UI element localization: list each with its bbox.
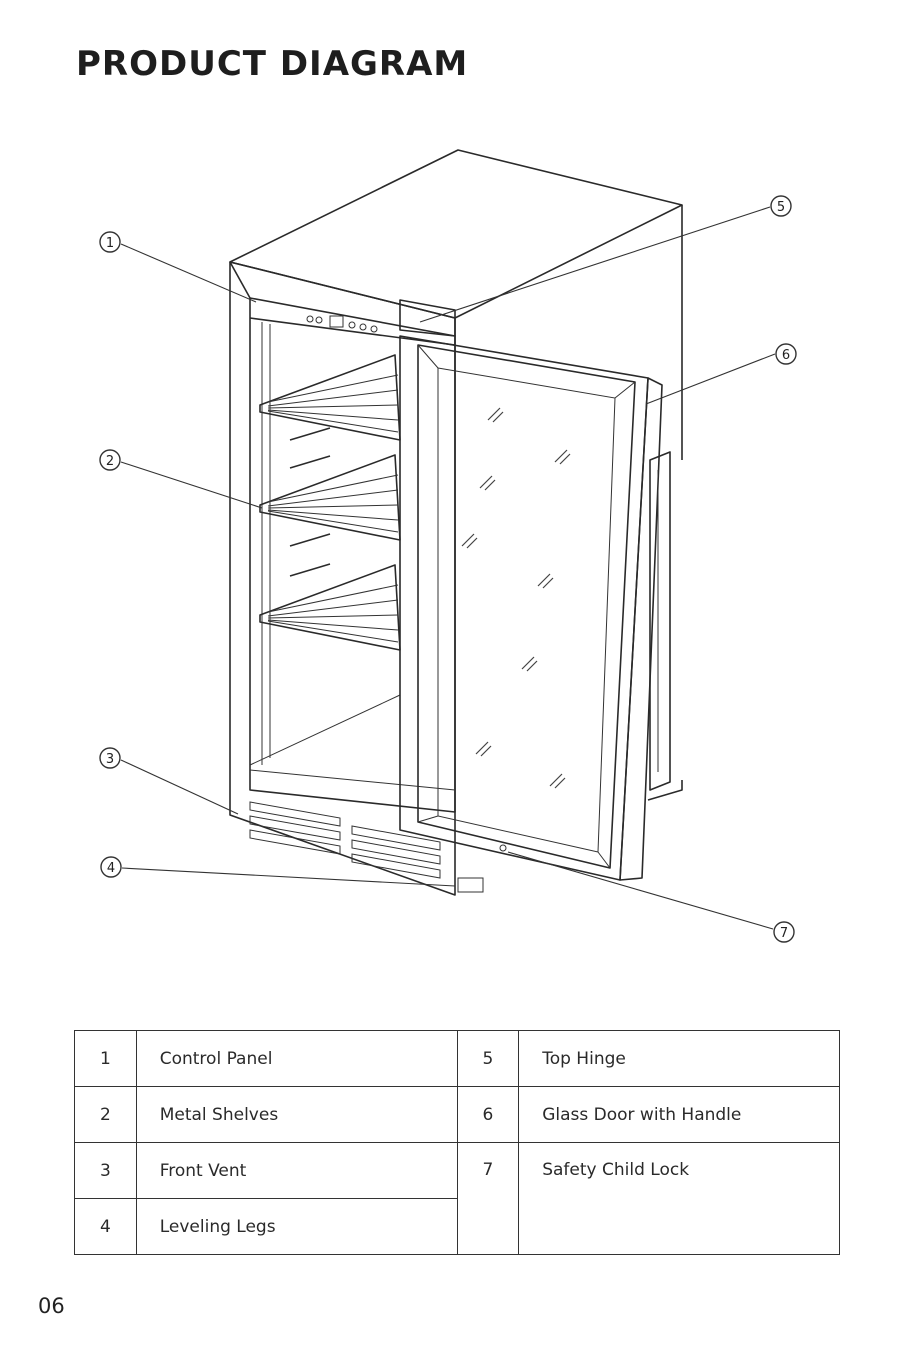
parts-table: 1 Control Panel 5 Top Hinge 2 Metal Shel… (74, 1030, 840, 1255)
part-name: Control Panel (136, 1031, 457, 1087)
table-row: 1 Control Panel 5 Top Hinge (75, 1031, 840, 1087)
metal-shelves (260, 355, 400, 650)
glass-door (400, 300, 670, 880)
table-row: 2 Metal Shelves 6 Glass Door with Handle (75, 1087, 840, 1143)
callout-3: 3 (100, 748, 120, 768)
part-number: 1 (75, 1031, 137, 1087)
callout-6: 6 (776, 344, 796, 364)
part-number: 5 (457, 1031, 519, 1087)
part-name: Front Vent (136, 1143, 457, 1199)
callout-1-label: 1 (106, 236, 114, 251)
callout-3-label: 3 (106, 752, 114, 767)
page-title: PRODUCT DIAGRAM (76, 44, 468, 84)
callout-1: 1 (100, 232, 120, 252)
part-name: Top Hinge (519, 1031, 840, 1087)
callout-2-label: 2 (106, 454, 114, 469)
callout-4: 4 (101, 857, 121, 877)
callout-5: 5 (771, 196, 791, 216)
leader-lines (121, 207, 775, 929)
callout-5-label: 5 (777, 200, 785, 215)
table-row: 3 Front Vent 7 Safety Child Lock (75, 1143, 840, 1199)
callout-7: 7 (774, 922, 794, 942)
part-number: 3 (75, 1143, 137, 1199)
product-diagram: 1 2 3 4 5 6 7 (60, 120, 850, 970)
page-number: 06 (38, 1294, 65, 1318)
front-vent (250, 802, 483, 892)
part-number: 2 (75, 1087, 137, 1143)
part-number: 7 (457, 1143, 519, 1255)
part-name: Leveling Legs (136, 1199, 457, 1255)
callout-7-label: 7 (780, 926, 788, 941)
cabinet-illustration (230, 150, 682, 895)
callout-6-label: 6 (782, 348, 790, 363)
callout-4-label: 4 (107, 861, 115, 876)
callout-2: 2 (100, 450, 120, 470)
part-name: Safety Child Lock (519, 1143, 840, 1255)
part-number: 4 (75, 1199, 137, 1255)
part-number: 6 (457, 1087, 519, 1143)
part-name: Metal Shelves (136, 1087, 457, 1143)
part-name: Glass Door with Handle (519, 1087, 840, 1143)
